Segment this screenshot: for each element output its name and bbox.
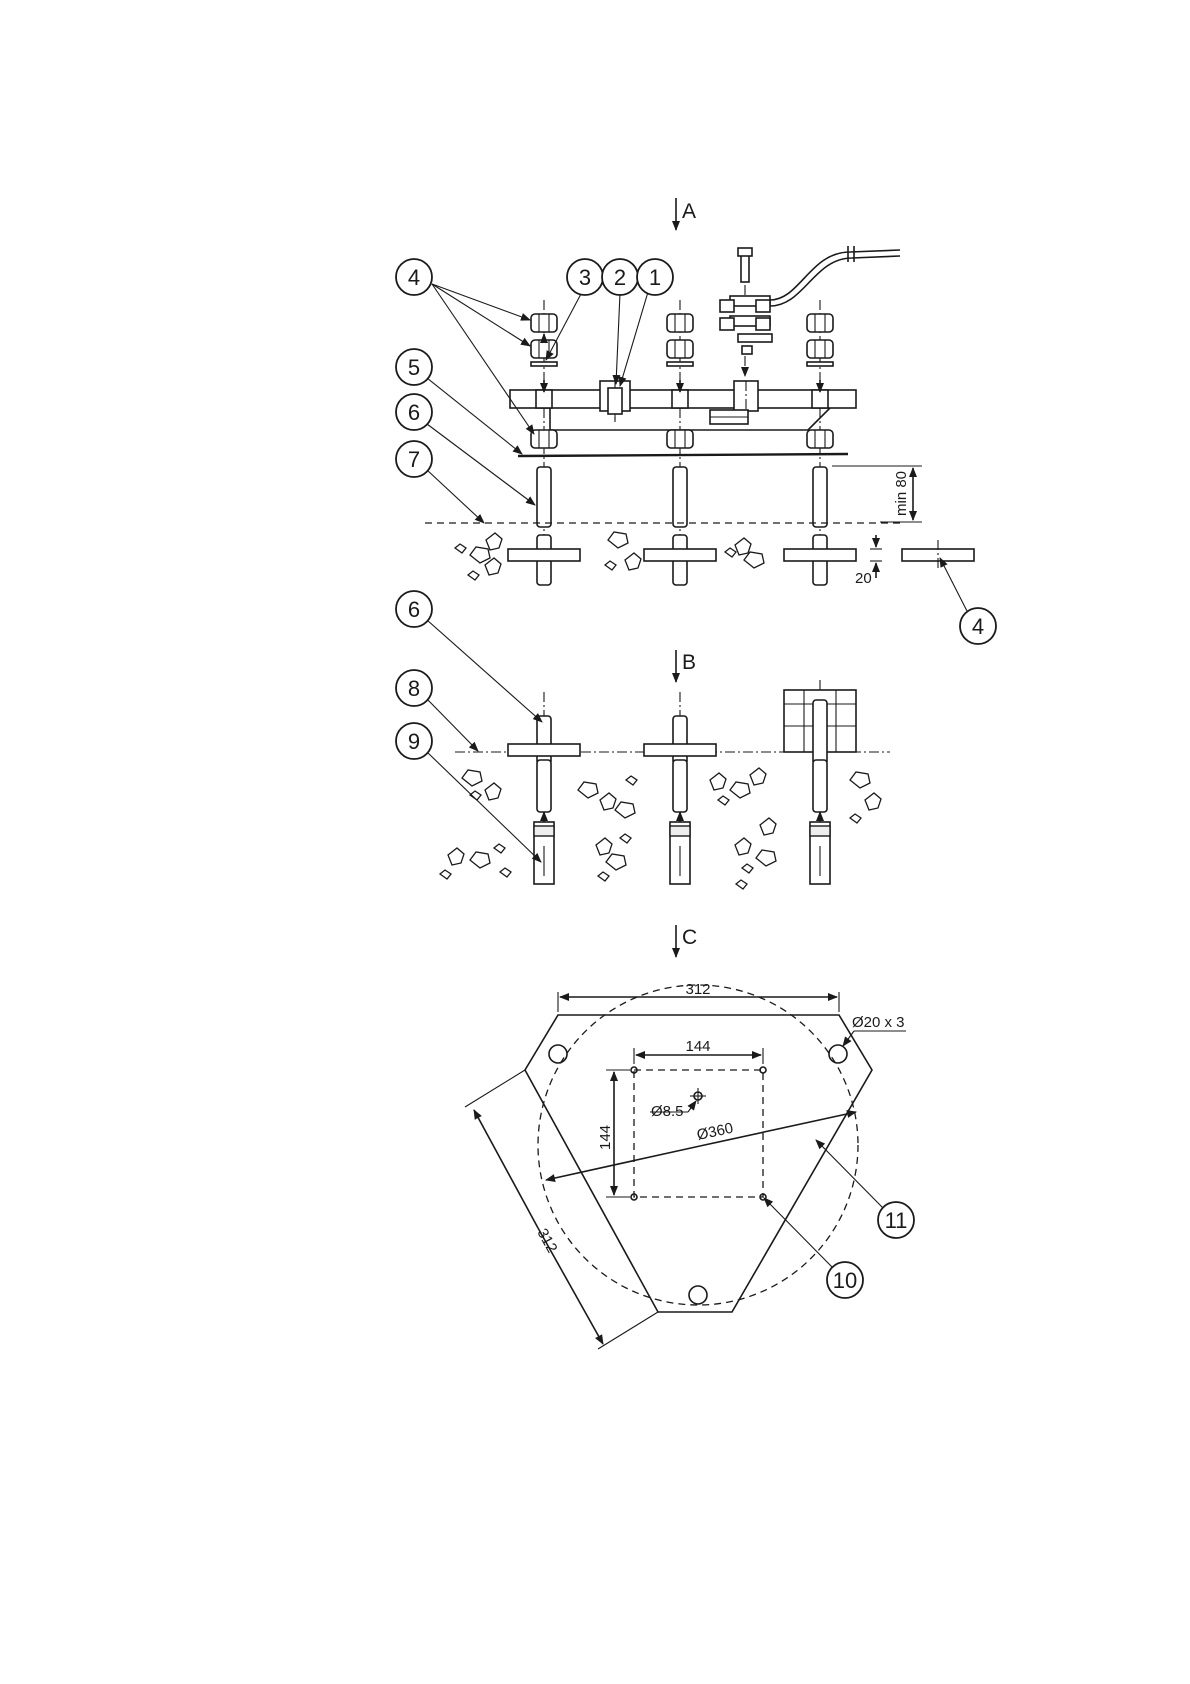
- callout-2-label: 2: [614, 265, 626, 290]
- mounting-hole-left: [549, 1045, 567, 1063]
- view-arrow-a: A: [676, 198, 696, 230]
- dim-circle-dia: Ø360: [546, 1112, 856, 1180]
- dim-small-hole-text: Ø8.5: [651, 1103, 684, 1120]
- dim-inner-width-text: 144: [685, 1038, 710, 1055]
- anchor-b-1: [508, 692, 580, 884]
- view-a: A: [396, 198, 996, 644]
- dim-hole-dia-text: Ø20 x 3: [852, 1014, 905, 1031]
- view-label-c: C: [682, 926, 697, 949]
- callout-10-label: 10: [833, 1268, 857, 1293]
- callout-6a-label: 6: [408, 400, 420, 425]
- dim-top-312-text: 312: [685, 981, 710, 998]
- hex-plate: [525, 1015, 872, 1312]
- dim-top-312: 312: [558, 981, 839, 1012]
- callout-3-label: 3: [579, 265, 591, 290]
- bolt-column-1: [508, 300, 580, 585]
- callout-5-label: 5: [408, 355, 420, 380]
- anchor-part-side: [902, 540, 974, 570]
- anchor-b-3: [784, 680, 856, 884]
- view-b: B: [396, 591, 890, 889]
- dim-side-312: 312: [465, 1070, 658, 1349]
- callout-4-label: 4: [408, 265, 420, 290]
- mounting-hole-bottom: [689, 1286, 707, 1304]
- dim-hole-dia: Ø20 x 3: [843, 1014, 906, 1046]
- callout-8-label: 8: [408, 676, 420, 701]
- callout-4-side: 4: [940, 558, 996, 644]
- dim-inner-height-text: 144: [597, 1125, 614, 1150]
- callout-1-label: 1: [649, 265, 661, 290]
- callout-11-label: 11: [885, 1208, 908, 1233]
- dim-inner-width: 144: [634, 1038, 763, 1064]
- dim-20-text: 20: [855, 570, 872, 587]
- view-label-b: B: [682, 651, 696, 674]
- dim-small-hole: Ø8.5: [650, 1101, 696, 1120]
- callout-11: 11: [816, 1140, 914, 1238]
- dim-min80-text: min 80: [893, 471, 910, 516]
- view-arrow-c: C: [676, 925, 697, 957]
- callout-9-label: 9: [408, 729, 420, 754]
- gasket: [518, 454, 848, 456]
- bolt-column-2: [644, 300, 716, 585]
- callout-2: 2: [602, 259, 638, 384]
- dimension-min80: min 80: [832, 466, 922, 522]
- callout-6b-label: 6: [408, 597, 420, 622]
- view-arrow-b: B: [676, 650, 696, 682]
- view-label-a: A: [682, 200, 696, 223]
- callout-4-side-label: 4: [972, 614, 984, 639]
- callout-3: 3: [546, 259, 603, 360]
- dimension-20: 20: [855, 535, 882, 587]
- view-c: C 312 Ø20 x: [465, 925, 914, 1349]
- dim-side-312-text: 312: [534, 1226, 561, 1256]
- anchor-b-2: [644, 692, 716, 884]
- callout-7-label: 7: [408, 447, 420, 472]
- sensor-bolts: [608, 388, 622, 422]
- center-mark: [690, 1088, 706, 1104]
- bolt-column-3: [784, 300, 856, 585]
- dim-inner-height: 144: [597, 1070, 630, 1197]
- callout-10: 10: [764, 1198, 863, 1298]
- callout-7: 7: [396, 441, 484, 523]
- mounting-hole-right: [829, 1045, 847, 1063]
- gravel-a: [455, 532, 764, 580]
- bolt-circle: [538, 985, 858, 1305]
